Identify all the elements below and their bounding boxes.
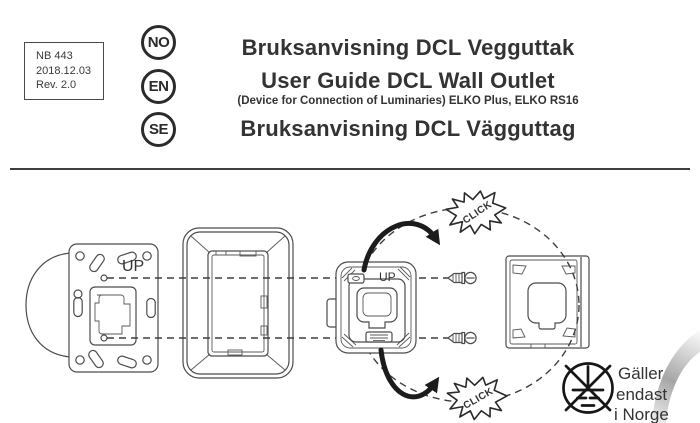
dcl-outlet-device: UP (326, 261, 417, 354)
version-date: 2018.12.03 (36, 64, 92, 77)
screw-bottom (447, 331, 477, 345)
mounting-bracket: UP (68, 243, 159, 373)
title-swedish: Bruksanvisning DCL Vägguttag (240, 116, 576, 141)
rotate-arrow-bottom (378, 347, 440, 400)
wall-box (25, 252, 71, 358)
rotate-arrow-top (361, 220, 441, 273)
version-box: NB 443 2018.12.03 Rev. 2.0 (24, 42, 104, 100)
language-badge-se-label: SE (148, 121, 169, 138)
language-badge-en: EN (141, 69, 176, 104)
title-norwegian: Bruksanvisning DCL Vegguttak (241, 35, 575, 60)
norway-note-line1: Gäller (618, 364, 664, 383)
click-burst-top: CLICK (443, 185, 511, 239)
language-badge-se: SE (141, 112, 176, 147)
version-number: NB 443 (36, 50, 73, 62)
up-label-outlet: UP (379, 270, 396, 284)
language-badge-en-label: EN (148, 78, 169, 95)
norway-note: Gäller endast i Norge (614, 364, 669, 423)
corner-swoosh-decoration (652, 330, 700, 423)
cover-frame (182, 227, 294, 379)
norway-only-symbol (562, 362, 614, 414)
title-english: User Guide DCL Wall Outlet (261, 68, 555, 93)
norway-note-line2: endast (616, 385, 667, 404)
installation-diagram: UP (25, 185, 700, 423)
click-burst-bottom: CLICK (445, 373, 510, 423)
up-label-bracket: UP (122, 258, 144, 275)
version-revision: Rev. 2.0 (36, 79, 77, 91)
norway-note-line3: i Norge (614, 405, 669, 423)
screw-top (447, 271, 477, 285)
language-badge-no: NO (141, 25, 176, 60)
language-badge-no-label: NO (147, 34, 170, 51)
cover-plate (505, 255, 590, 349)
header-divider (10, 168, 690, 170)
title-subtitle: (Device for Connection of Luminaries) EL… (237, 95, 579, 107)
title-block: Bruksanvisning DCL Vegguttak User Guide … (178, 0, 638, 160)
